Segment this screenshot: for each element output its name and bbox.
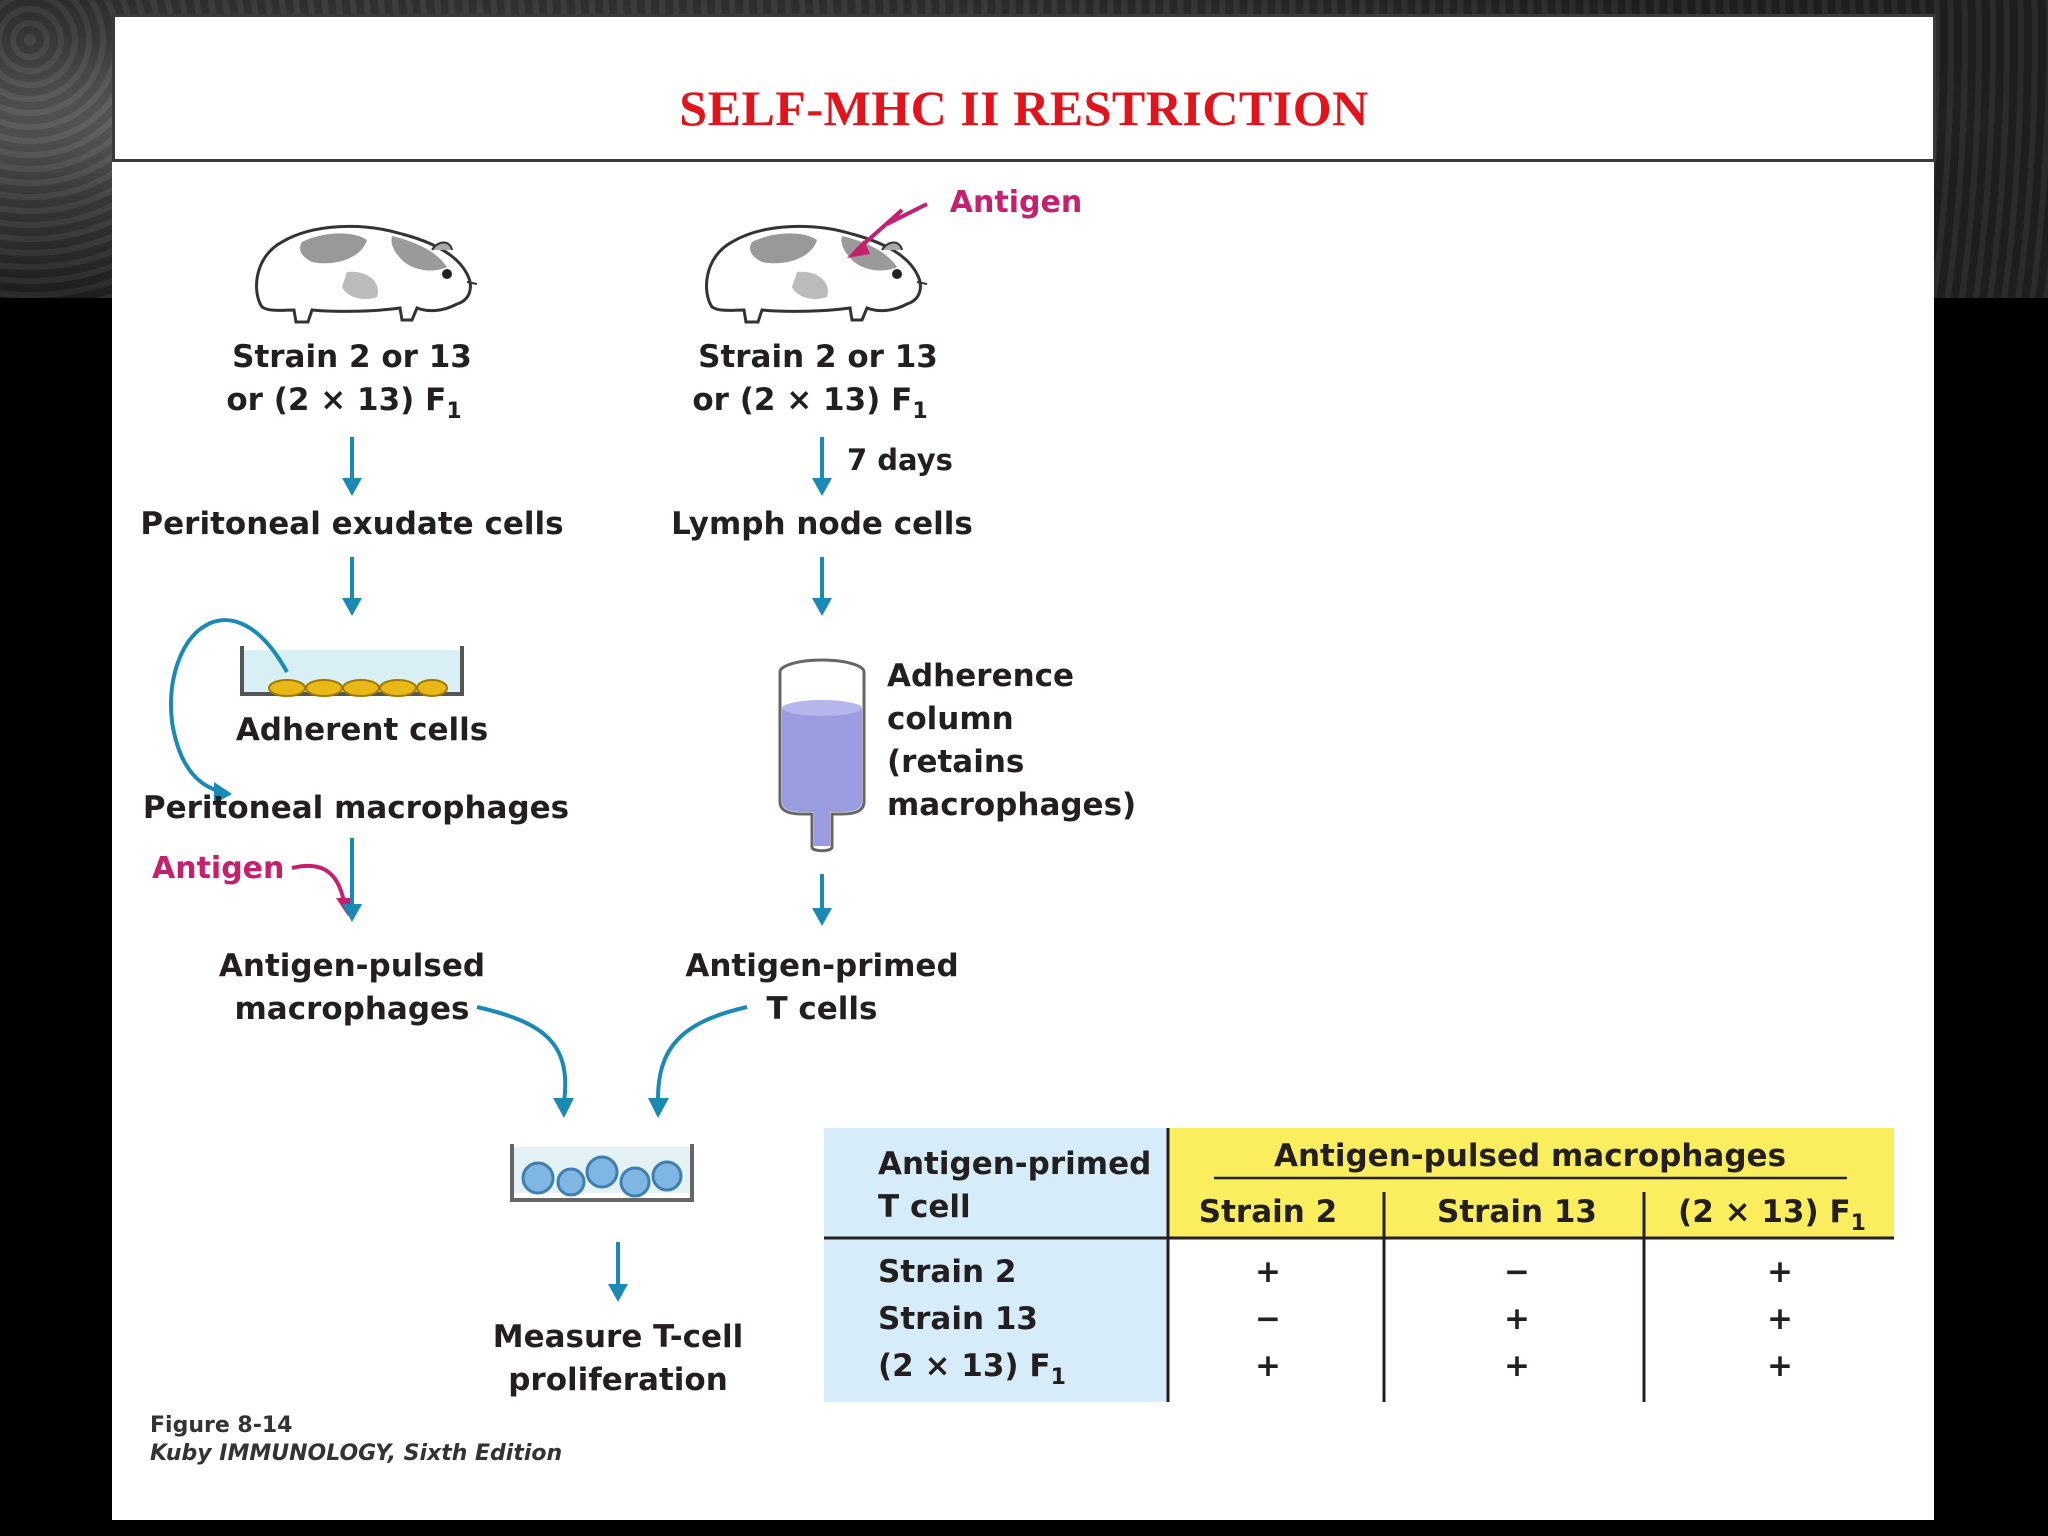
table-row-header-line1: Antigen-primed [878, 1146, 1151, 1182]
arrowhead-icon [812, 908, 832, 926]
table-cell: + [1504, 1301, 1530, 1337]
guinea-pig-right-image [705, 224, 929, 324]
converge-arrow-left-icon [476, 1005, 568, 1103]
coculture-dish-icon [510, 1144, 694, 1202]
figure-caption-line1: Figure 8-14 [150, 1413, 292, 1438]
lymph-node-label: Lymph node cells [671, 506, 973, 542]
results-table: Antigen-primed T cell Antigen-pulsed mac… [824, 1128, 1894, 1402]
curved-arrow-icon [169, 618, 289, 794]
slide-title: SELF-MHC II RESTRICTION [679, 80, 1369, 136]
table-col-header-f1: (2 × 13) F1 [1678, 1194, 1866, 1236]
antigen-label-left: Antigen [152, 851, 284, 886]
column-label-line4: macrophages) [887, 787, 1136, 823]
figure-panel: Antigen Strain 2 or 13 or (2 × 13) F1 St… [112, 162, 1934, 1520]
column-label-line3: (retains [887, 744, 1024, 780]
arrowhead-icon [812, 478, 832, 496]
title-box: SELF-MHC II RESTRICTION [112, 14, 1936, 162]
measure-line2: proliferation [508, 1362, 728, 1398]
guinea-pig-left-image [255, 224, 479, 324]
arrowhead-icon [812, 598, 832, 616]
table-cell: + [1255, 1348, 1281, 1384]
arrowhead-icon [342, 598, 362, 616]
table-row-label: Strain 2 [878, 1254, 1016, 1290]
antigen-arrow-icon [291, 863, 346, 903]
column-label-line2: column [887, 701, 1014, 737]
antigen-primed-line1: Antigen-primed [685, 948, 958, 984]
table-col-header-strain13: Strain 13 [1437, 1194, 1597, 1230]
right-strain-line2: or (2 × 13) F1 [692, 382, 927, 424]
measure-line1: Measure T-cell [493, 1319, 744, 1355]
seven-days-label: 7 days [847, 443, 953, 477]
left-strain-line2: or (2 × 13) F1 [226, 382, 461, 424]
arrowhead-icon [608, 1284, 628, 1302]
table-cell: − [1255, 1301, 1281, 1337]
injection-icon [855, 202, 928, 252]
arrowhead-icon [648, 1098, 669, 1118]
arrowhead-icon [553, 1098, 574, 1118]
table-row-label: (2 × 13) F1 [878, 1348, 1066, 1390]
antigen-pulsed-line2: macrophages [234, 991, 469, 1027]
column-label-line1: Adherence [887, 658, 1074, 694]
table-cell: − [1504, 1254, 1530, 1290]
figure-caption-line2: Kuby IMMUNOLOGY, Sixth Edition [150, 1441, 562, 1466]
left-strain-line1: Strain 2 or 13 [232, 339, 472, 375]
table-col-header-bg [1168, 1128, 1894, 1238]
arrowhead-icon [214, 782, 232, 804]
table-cell: + [1767, 1254, 1793, 1290]
adherent-cells-label: Adherent cells [236, 712, 488, 748]
converge-arrow-right-icon [655, 1005, 748, 1103]
table-cell: + [1767, 1348, 1793, 1384]
injection-arrowhead-icon [847, 240, 870, 258]
table-row-label: Strain 13 [878, 1301, 1038, 1337]
table-col-header-strain2: Strain 2 [1199, 1194, 1337, 1230]
antigen-label-right: Antigen [950, 185, 1082, 220]
arrowhead-icon [342, 478, 362, 496]
antigen-pulsed-line1: Antigen-pulsed [219, 948, 485, 984]
table-cell: + [1504, 1348, 1530, 1384]
diagram: Antigen Strain 2 or 13 or (2 × 13) F1 St… [140, 185, 1894, 1466]
adherence-column-icon [778, 658, 866, 853]
table-cell: + [1767, 1301, 1793, 1337]
table-row-header-line2: T cell [878, 1189, 971, 1225]
table-col-group-header: Antigen-pulsed macrophages [1274, 1138, 1786, 1174]
right-strain-line1: Strain 2 or 13 [698, 339, 938, 375]
arrowhead-icon [342, 904, 362, 922]
table-cell: + [1255, 1254, 1281, 1290]
peritoneal-exudate-label: Peritoneal exudate cells [140, 506, 563, 542]
peritoneal-macrophages-label: Peritoneal macrophages [143, 790, 569, 826]
antigen-primed-line2: T cells [766, 991, 877, 1027]
table-row-header-bg [824, 1128, 1168, 1402]
